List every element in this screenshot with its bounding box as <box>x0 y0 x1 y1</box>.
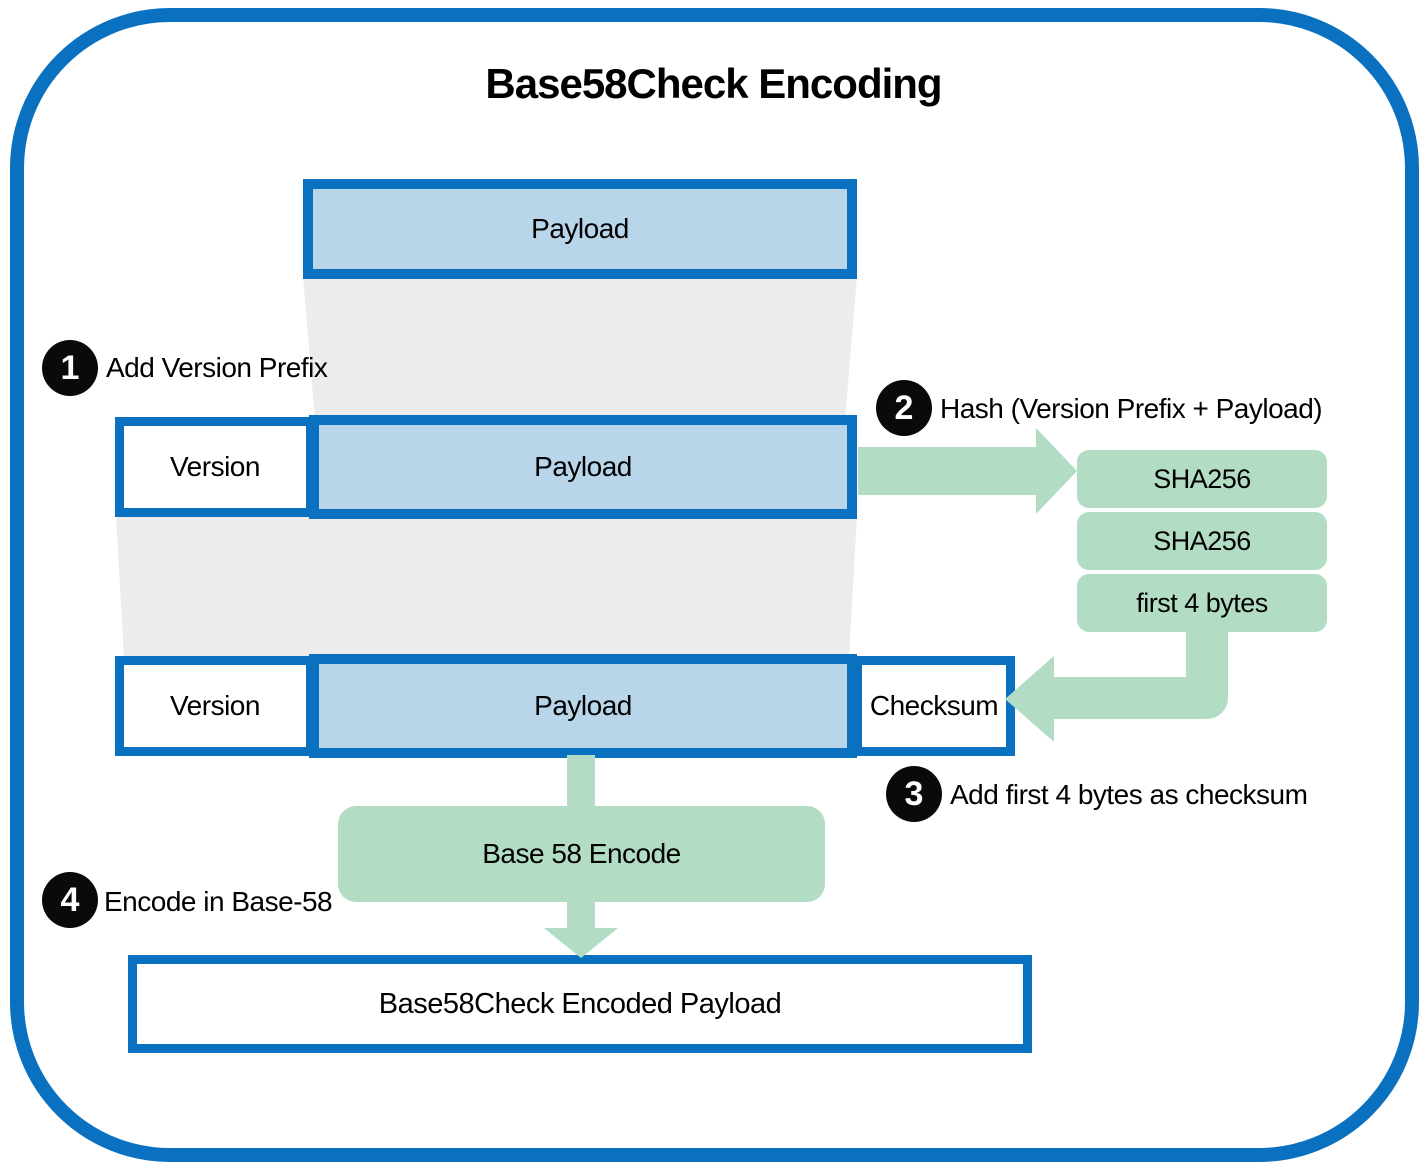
step-2-number: 2 <box>894 388 914 427</box>
step-2-label: Hash (Version Prefix + Payload) <box>940 393 1323 424</box>
sha256-2-label: SHA256 <box>1153 525 1251 556</box>
step-2-badge: 2 <box>876 380 932 436</box>
diagram-title: Base58Check Encoding <box>485 60 942 107</box>
step-4-badge: 4 <box>42 872 98 928</box>
base58-encode-box: Base 58 Encode <box>338 806 825 902</box>
result-box: Base58Check Encoded Payload <box>128 955 1032 1053</box>
step-3-label: Add first 4 bytes as checksum <box>950 779 1308 810</box>
payload-box-row2: Payload <box>309 415 857 519</box>
payload-row2-label: Payload <box>534 451 632 482</box>
result-label: Base58Check Encoded Payload <box>378 987 782 1020</box>
step-4-label: Encode in Base-58 <box>104 886 333 917</box>
step-1-label: Add Version Prefix <box>106 352 328 383</box>
step-4-number: 4 <box>60 880 80 919</box>
version-row3-label: Version <box>170 690 260 721</box>
version-box-row3: Version <box>115 656 315 756</box>
first-4-bytes-box: first 4 bytes <box>1077 574 1327 632</box>
step-1-badge: 1 <box>42 340 98 396</box>
payload-row3-label: Payload <box>534 690 632 721</box>
sha256-box-1: SHA256 <box>1077 450 1327 508</box>
step-3-badge: 3 <box>886 766 942 822</box>
sha256-box-2: SHA256 <box>1077 512 1327 570</box>
version-row2-label: Version <box>170 451 260 482</box>
step-3-number: 3 <box>904 774 924 813</box>
diagram-frame <box>10 8 1419 1162</box>
checksum-label: Checksum <box>869 690 999 721</box>
sha256-1-label: SHA256 <box>1153 463 1251 494</box>
payload-box-row3: Payload <box>309 654 857 758</box>
first-4-bytes-label: first 4 bytes <box>1136 587 1268 618</box>
step-1-number: 1 <box>60 348 80 387</box>
checksum-box: Checksum <box>853 656 1015 756</box>
payload-top-box: Payload <box>303 179 857 279</box>
payload-top-label: Payload <box>531 213 629 244</box>
version-box-row2: Version <box>115 417 315 517</box>
base58-encode-label: Base 58 Encode <box>482 838 681 869</box>
